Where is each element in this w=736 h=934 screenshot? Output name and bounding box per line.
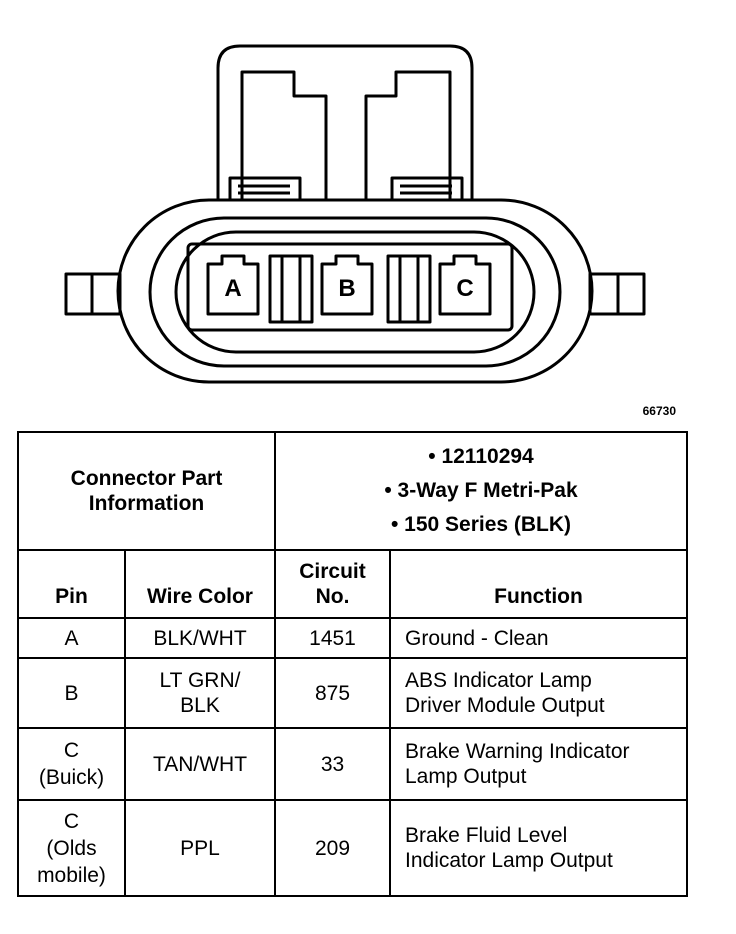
part-number: • 12110294 [428, 445, 534, 468]
connector-latch [216, 44, 474, 200]
connector-type: • 3-Way F Metri-Pak [384, 479, 578, 502]
cell-function: Ground - Clean [388, 617, 689, 659]
connector-drawing: A B C [64, 44, 646, 384]
header-wire-color: Wire Color [124, 549, 276, 619]
connector-part-info-values: • 12110294 • 3-Way F Metri-Pak • 150 Ser… [273, 431, 689, 551]
figure-id: 66730 [642, 404, 676, 418]
connector-body-outer [116, 198, 594, 384]
pin-label-b: B [338, 275, 355, 302]
cell-wire-color: LT GRN/BLK [124, 657, 276, 729]
cell-pin: B [17, 657, 126, 729]
cell-circuit: 33 [274, 727, 391, 801]
table-row: C(Buick) TAN/WHT 33 Brake Warning Indica… [17, 727, 689, 801]
cavity-b [320, 254, 374, 316]
connector-body-inner [148, 216, 562, 368]
cell-wire-color: BLK/WHT [124, 617, 276, 659]
cavity-c [438, 254, 492, 316]
cell-wire-color: PPL [124, 799, 276, 897]
connector-part-info-label: Connector Part Information [17, 431, 276, 551]
header-function: Function [388, 549, 689, 619]
cavity-housing [186, 242, 514, 332]
separator-right [386, 254, 432, 324]
cell-pin: C(Buick) [17, 727, 126, 801]
cell-circuit: 1451 [274, 617, 391, 659]
separator-left [268, 254, 314, 324]
cell-circuit: 875 [274, 657, 391, 729]
header-pin: Pin [17, 549, 126, 619]
header-circuit-no: Circuit No. [274, 549, 391, 619]
cell-circuit: 209 [274, 799, 391, 897]
connector-latch-inner [240, 70, 328, 200]
pin-label-a: A [224, 275, 241, 302]
cavity-a [206, 254, 260, 316]
connector-body-recess [174, 230, 536, 354]
table-row: A BLK/WHT 1451 Ground - Clean [17, 617, 689, 659]
table-header-row: Pin Wire Color Circuit No. Function [17, 549, 689, 619]
connector-info-table: Connector Part Information • 12110294 • … [17, 431, 689, 897]
cell-pin: A [17, 617, 126, 659]
pin-label-c: C [456, 275, 473, 302]
connector-series: • 150 Series (BLK) [390, 513, 572, 536]
cell-wire-color: TAN/WHT [124, 727, 276, 801]
connector-latch-inner-right [364, 70, 452, 200]
